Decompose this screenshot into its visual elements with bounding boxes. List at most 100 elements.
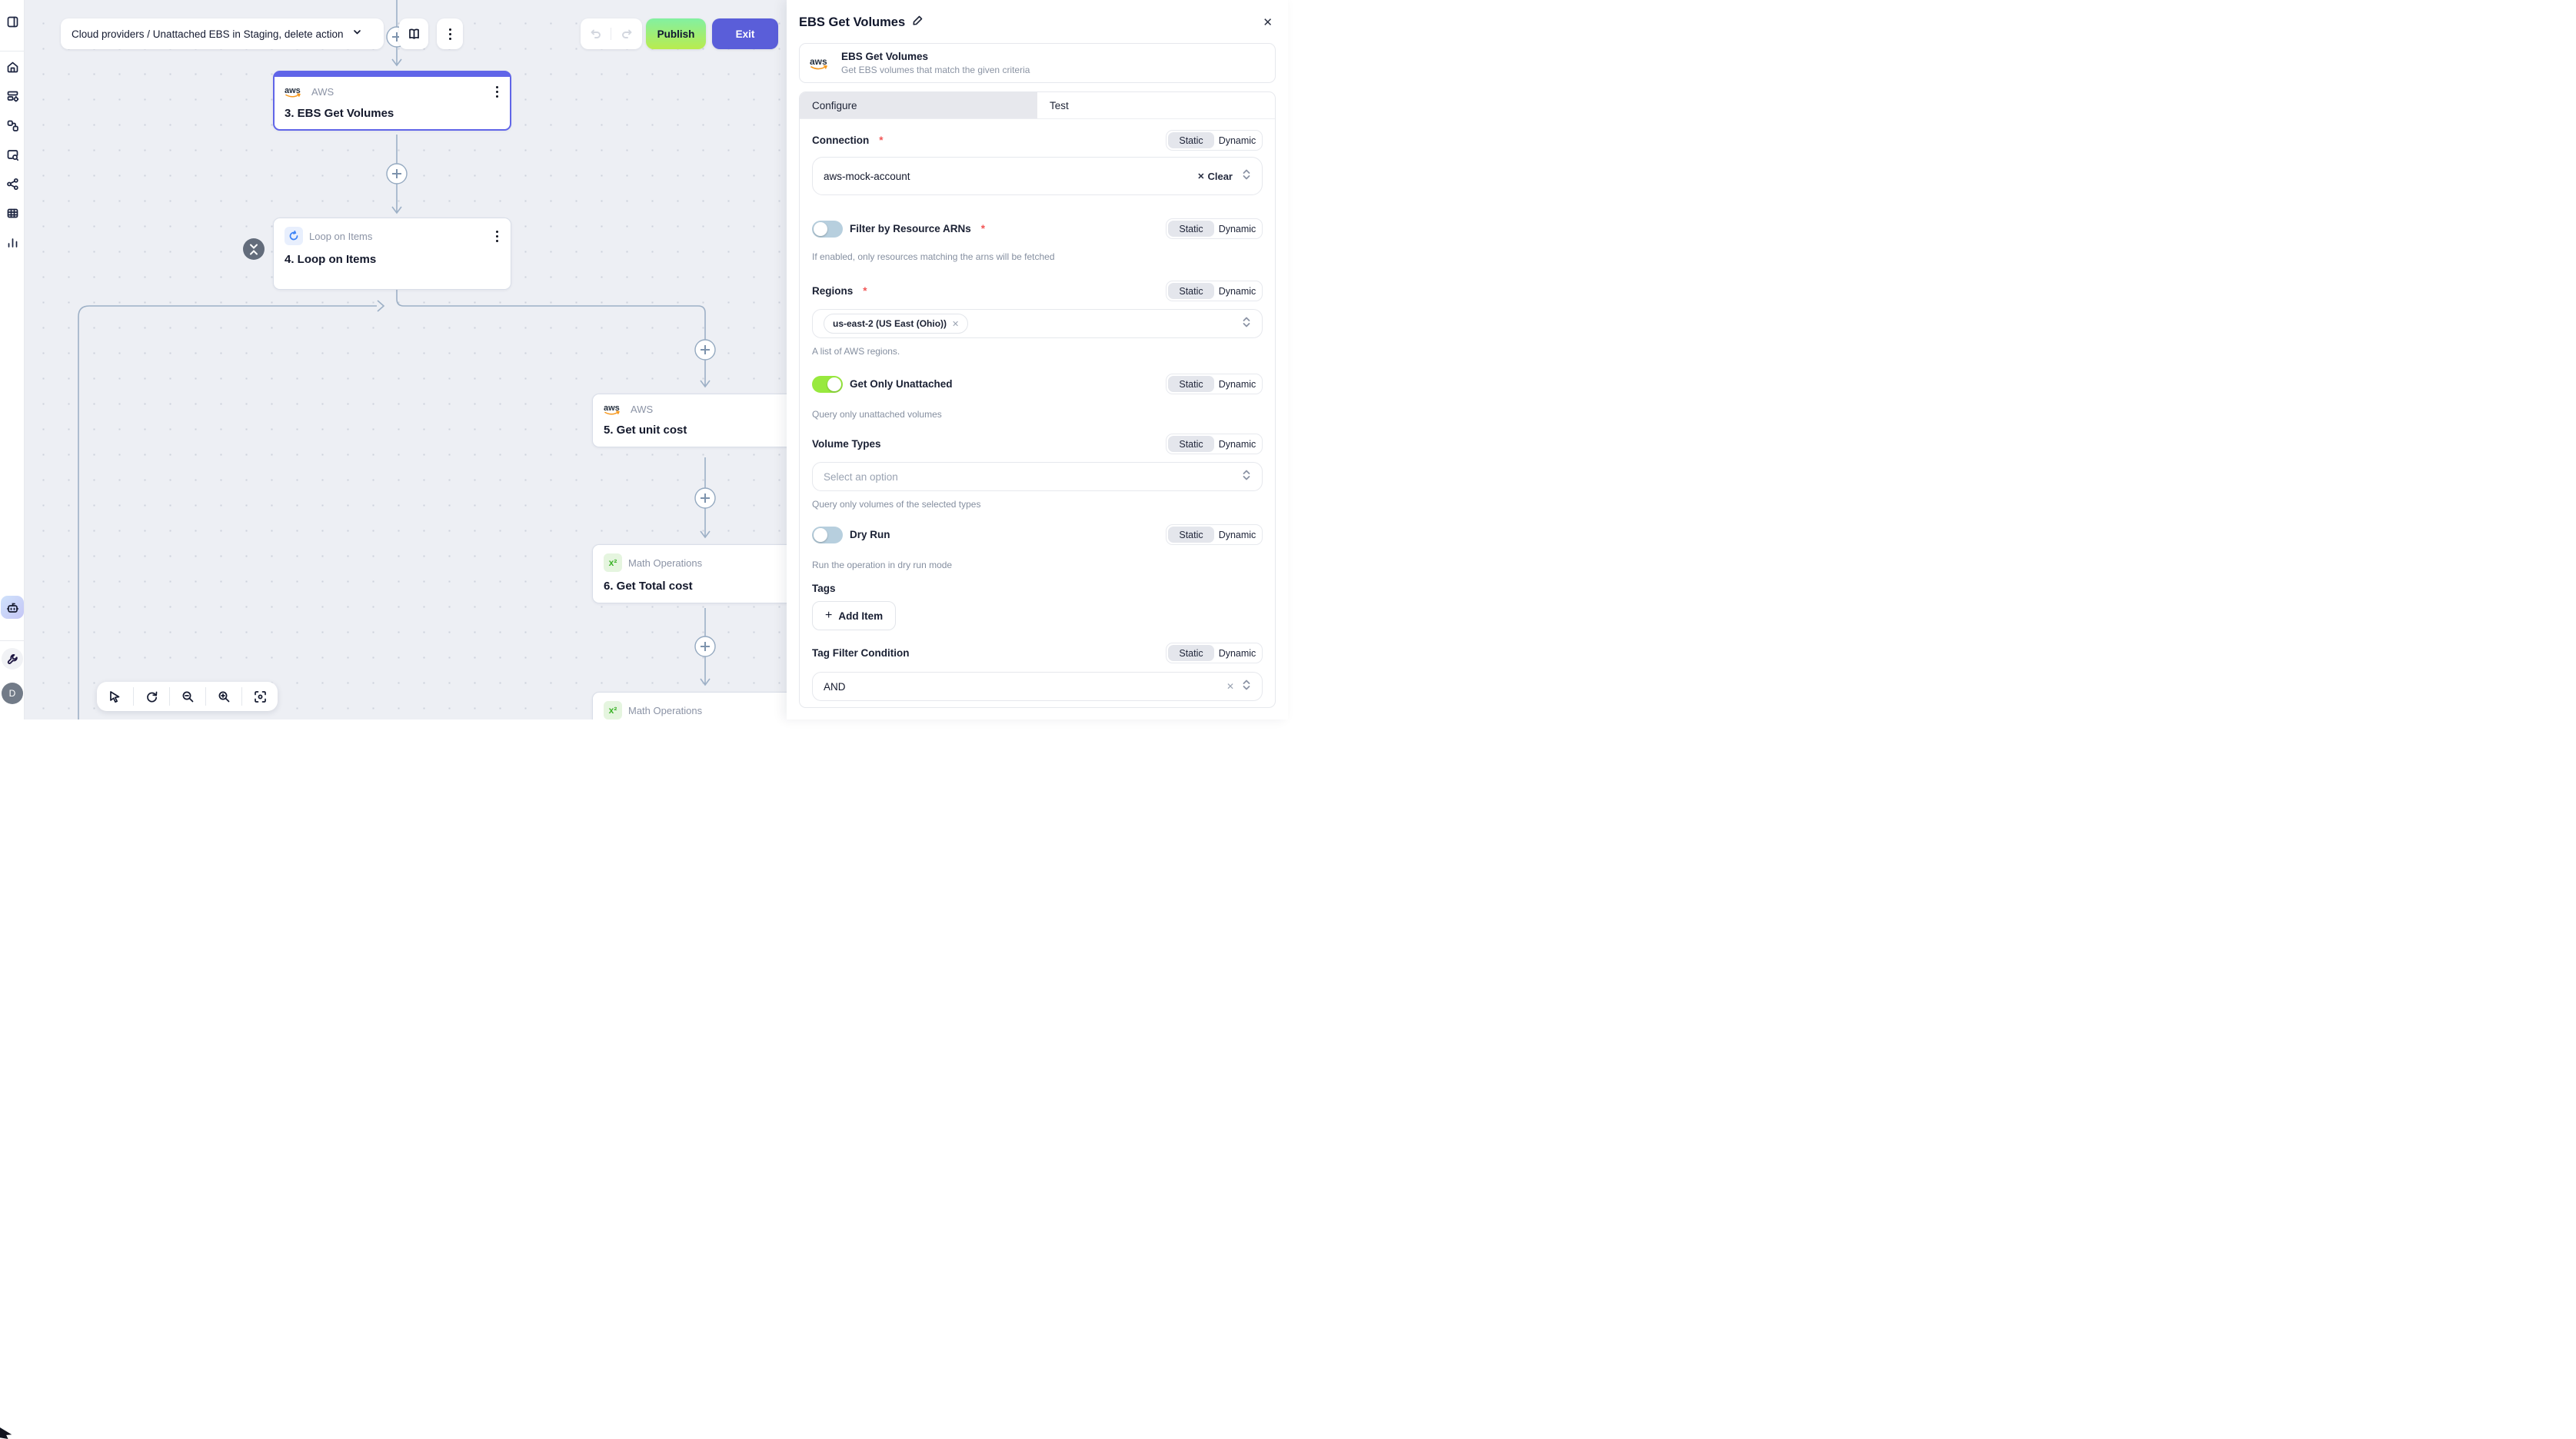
tag-filter-label: Tag Filter Condition: [812, 647, 910, 659]
dynamic-option[interactable]: Dynamic: [1218, 438, 1256, 450]
regions-select[interactable]: us-east-2 (US East (Ohio))✕: [812, 309, 1263, 338]
static-option[interactable]: Static: [1168, 376, 1214, 392]
tab-test[interactable]: Test: [1050, 99, 1069, 111]
wrench-icon: [7, 653, 18, 664]
dynamic-option[interactable]: Dynamic: [1218, 223, 1256, 234]
plus-icon: +: [825, 609, 833, 622]
static-option[interactable]: Static: [1168, 132, 1214, 148]
unattached-label: Get Only Unattached: [812, 375, 953, 393]
svg-text:aws: aws: [810, 56, 827, 67]
tag-filter-select[interactable]: AND ✕: [812, 672, 1263, 701]
unattached-toggle[interactable]: [812, 375, 843, 393]
rows-gear-icon: [7, 91, 18, 102]
connection-select[interactable]: aws-mock-account ✕Clear: [812, 157, 1263, 195]
node-menu-button[interactable]: [494, 85, 500, 99]
dynamic-option[interactable]: Dynamic: [1218, 378, 1256, 390]
dry-run-toggle[interactable]: [812, 526, 843, 543]
zoom-out-button[interactable]: [169, 687, 205, 706]
workflow-canvas[interactable]: aws AWS 3. EBS Get Volumes Loop on Items…: [25, 0, 787, 720]
dynamic-option[interactable]: Dynamic: [1218, 647, 1256, 659]
tag-filter-mode-toggle: Static Dynamic: [1166, 643, 1263, 663]
more-options-button[interactable]: [437, 18, 463, 49]
regions-helper: A list of AWS regions.: [812, 346, 900, 357]
settings-button[interactable]: [2, 648, 23, 670]
zoom-in-icon: [218, 691, 229, 702]
zoom-in-button[interactable]: [205, 687, 241, 706]
node-app-label: Loop on Items: [309, 230, 373, 242]
action-summary-card: aws EBS Get Volumes Get EBS volumes that…: [799, 43, 1276, 83]
collapse-loop-button[interactable]: [243, 238, 265, 260]
math-operations-icon: x²: [604, 701, 622, 720]
chevron-updown-icon: [1242, 469, 1251, 485]
clear-connection-button[interactable]: ✕Clear: [1197, 170, 1233, 182]
filter-arns-mode-toggle: Static Dynamic: [1166, 218, 1263, 239]
edit-title-button[interactable]: [912, 15, 924, 30]
node-get-unit-cost[interactable]: aws AWS 5. Get unit cost: [592, 394, 787, 447]
remove-region-icon[interactable]: ✕: [952, 319, 960, 329]
unattached-mode-toggle: Static Dynamic: [1166, 374, 1263, 394]
sidebar-item-workflows[interactable]: [0, 85, 25, 108]
node-title: 4. Loop on Items: [285, 253, 377, 266]
tags-label: Tags: [812, 583, 836, 594]
svg-text:aws: aws: [285, 86, 301, 95]
dry-run-helper: Run the operation in dry run mode: [812, 560, 953, 570]
select-tool-button[interactable]: [97, 687, 133, 706]
fit-view-button[interactable]: [241, 687, 278, 706]
sidebar-item-analytics[interactable]: [0, 231, 25, 254]
node-loop-on-items[interactable]: Loop on Items 4. Loop on Items: [273, 218, 511, 290]
action-name: EBS Get Volumes: [841, 51, 929, 62]
dynamic-option[interactable]: Dynamic: [1218, 529, 1256, 540]
user-avatar[interactable]: D: [2, 683, 23, 704]
collapse-sidebar-button[interactable]: [0, 10, 25, 33]
sidebar-item-search-cases[interactable]: [0, 143, 25, 166]
chevron-down-icon: [351, 25, 364, 42]
node-menu-button[interactable]: [494, 229, 500, 244]
sidebar-item-builder[interactable]: [0, 114, 25, 137]
redo-button[interactable]: [611, 28, 641, 40]
tab-configure[interactable]: Configure: [800, 92, 1037, 118]
focus-icon: [254, 690, 266, 703]
node-app-label: AWS: [311, 86, 334, 98]
region-chip: us-east-2 (US East (Ohio))✕: [824, 314, 969, 334]
node-get-total-cost[interactable]: x² Math Operations 6. Get Total cost: [592, 544, 787, 603]
clear-condition-icon[interactable]: ✕: [1226, 681, 1234, 692]
chevron-updown-icon: [1242, 679, 1251, 695]
node-ebs-get-volumes[interactable]: aws AWS 3. EBS Get Volumes: [273, 71, 511, 131]
filter-arns-label: Filter by Resource ARNs*: [812, 220, 985, 238]
zoom-out-icon: [182, 691, 193, 702]
filter-arns-toggle[interactable]: [812, 220, 843, 238]
refresh-layout-button[interactable]: [133, 687, 169, 706]
sidebar-item-home[interactable]: [0, 55, 25, 78]
static-option[interactable]: Static: [1168, 527, 1214, 543]
canvas-toolbar: [97, 682, 278, 711]
node-title: 6. Get Total cost: [604, 580, 693, 593]
exit-button[interactable]: Exit: [712, 18, 778, 49]
docs-button[interactable]: [399, 18, 428, 49]
volume-types-select[interactable]: Select an option: [812, 462, 1263, 491]
undo-button[interactable]: [581, 28, 611, 40]
sidebar-item-integrations[interactable]: [0, 172, 25, 195]
math-operations-icon: x²: [604, 553, 622, 572]
close-panel-button[interactable]: ✕: [1263, 16, 1273, 29]
dynamic-option[interactable]: Dynamic: [1218, 285, 1256, 297]
volume-types-label: Volume Types: [812, 438, 881, 450]
chevron-updown-icon: [1242, 316, 1251, 332]
publish-button[interactable]: Publish: [646, 18, 706, 49]
static-option[interactable]: Static: [1168, 221, 1214, 237]
sidebar-item-tables[interactable]: [0, 201, 25, 224]
ai-assistant-button[interactable]: [1, 596, 24, 619]
static-option[interactable]: Static: [1168, 283, 1214, 299]
bar-chart-icon: [8, 238, 17, 248]
kebab-icon: [448, 27, 453, 42]
refresh-icon: [146, 691, 157, 702]
dynamic-option[interactable]: Dynamic: [1218, 135, 1256, 146]
robot-icon: [6, 603, 18, 613]
node-math-operations[interactable]: x² Math Operations: [592, 692, 787, 720]
static-option[interactable]: Static: [1168, 645, 1214, 661]
node-title: 3. EBS Get Volumes: [285, 107, 394, 120]
workflow-selector[interactable]: Cloud providers / Unattached EBS in Stag…: [61, 18, 384, 49]
dry-run-mode-toggle: Static Dynamic: [1166, 524, 1263, 545]
add-tag-item-button[interactable]: + Add Item: [812, 601, 897, 630]
cursor-icon: [110, 690, 120, 703]
static-option[interactable]: Static: [1168, 436, 1214, 452]
